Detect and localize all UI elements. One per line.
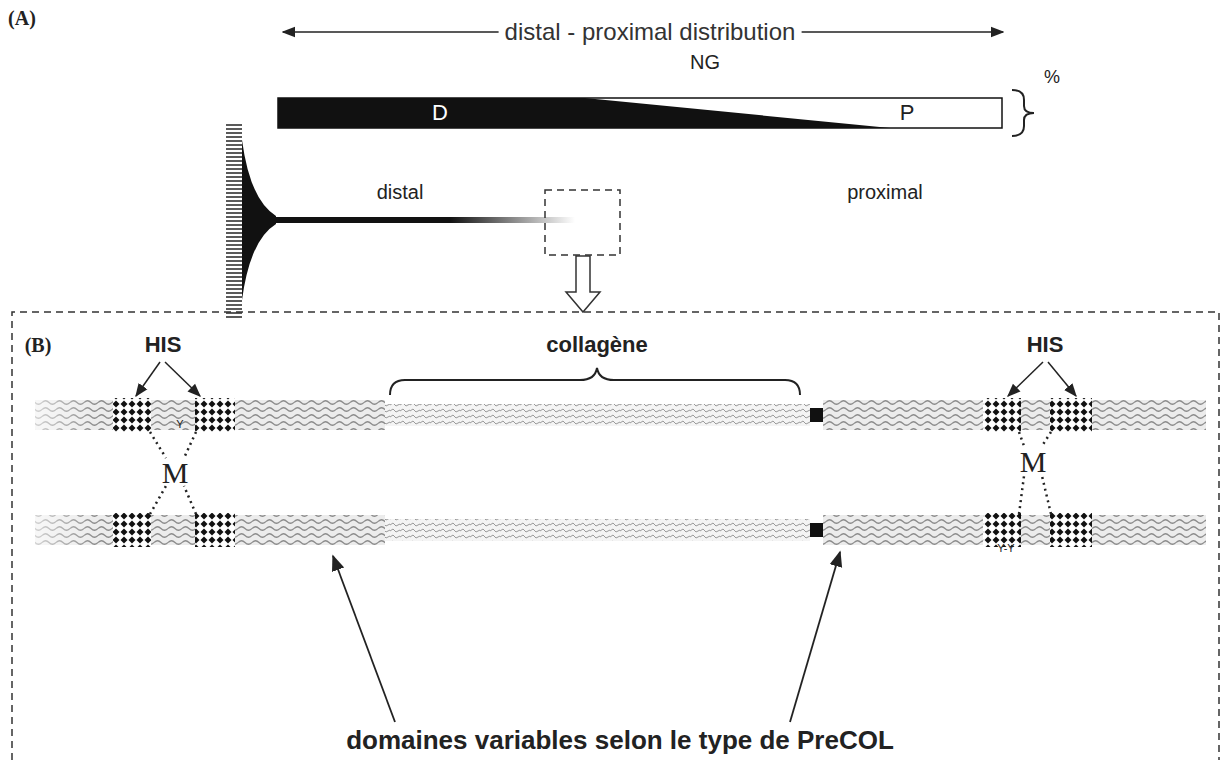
- drawing-part: [150, 432, 166, 458]
- drawing-part: [278, 98, 890, 128]
- drawing-part: [566, 256, 600, 312]
- drawing-part: [35, 400, 95, 430]
- drawing-part: [113, 398, 151, 432]
- drawing-part: [810, 408, 823, 422]
- bar-shape: [277, 97, 1003, 129]
- drawing-part: [165, 362, 200, 396]
- bar-letter: P: [900, 102, 915, 124]
- label-text: proximal: [847, 181, 923, 203]
- drawing-part: [1048, 362, 1076, 396]
- label-text: Y-Y: [997, 542, 1014, 554]
- drawing-part: [385, 519, 810, 541]
- label-text: distal - proximal distribution: [499, 19, 802, 45]
- label-text: M: [1020, 445, 1047, 478]
- drawing-part: [35, 515, 95, 545]
- drawing-part: [545, 190, 620, 255]
- drawing-part: [1050, 398, 1092, 432]
- drawing-part: [1042, 476, 1051, 514]
- drawing-part: [195, 513, 235, 547]
- label-text: Y: [176, 418, 183, 430]
- drawing-part: [184, 432, 196, 458]
- drawing-part: [150, 432, 1051, 514]
- drawing-part: [983, 513, 1021, 547]
- drawing-part: [1008, 362, 1043, 396]
- label-text: NG: [690, 51, 720, 73]
- drawing-part: [1012, 90, 1034, 136]
- drawing-part: [1050, 513, 1092, 547]
- drawing-part: [1019, 432, 1024, 446]
- label-text: (A): [8, 7, 36, 29]
- label-text: HIS: [1027, 333, 1064, 357]
- bar-letter: D: [432, 102, 448, 124]
- label-text: %: [1044, 68, 1060, 88]
- distribution-bar: DP: [277, 97, 1003, 129]
- drawing-part: [35, 398, 1206, 547]
- label-text: distal: [377, 181, 424, 203]
- drawing-part: [1019, 476, 1024, 514]
- drawing-part: [450, 217, 575, 223]
- label-text: domaines variables selon le type de PreC…: [346, 726, 894, 755]
- label-text: collagène: [546, 333, 647, 357]
- drawing-part: [113, 513, 151, 547]
- drawing-part: [184, 486, 196, 514]
- drawing-part: [150, 486, 166, 514]
- drawing-part: [983, 398, 1021, 432]
- drawing-part: [195, 398, 235, 432]
- label-text: HIS: [145, 333, 182, 357]
- label-text: M: [162, 456, 189, 489]
- drawing-part: [12, 312, 1219, 760]
- drawing-part: [810, 523, 823, 537]
- drawing-part: [390, 368, 800, 395]
- drawing-part: [226, 122, 242, 318]
- drawing-part: [242, 140, 276, 300]
- drawing-part: [385, 404, 810, 426]
- drawing-part: [274, 217, 450, 223]
- drawing-part: [333, 556, 395, 722]
- drawing-part: [790, 552, 840, 722]
- drawing-part: [1042, 432, 1051, 446]
- drawing-part: [278, 98, 1002, 128]
- label-text: (B): [25, 334, 52, 356]
- drawing-part: [136, 362, 160, 396]
